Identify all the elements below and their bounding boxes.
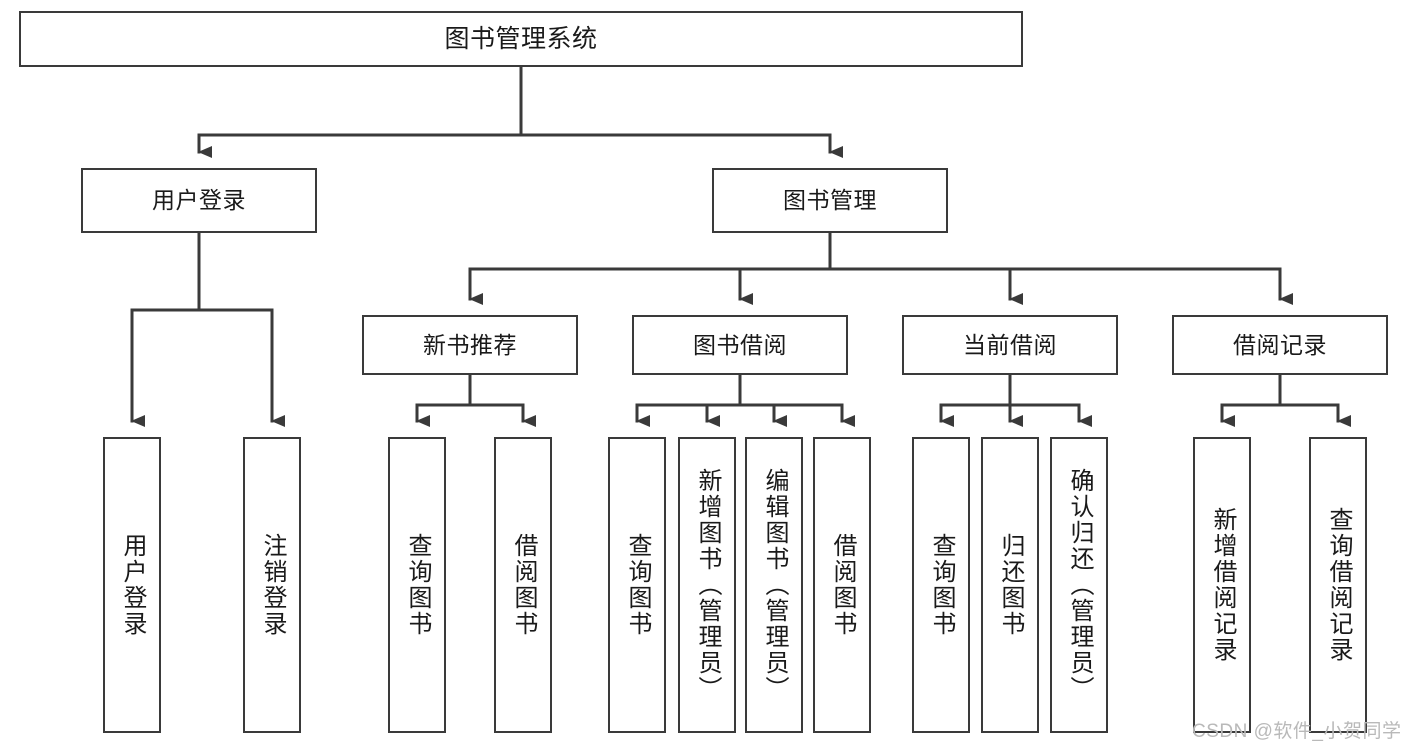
node-current-borrow[interactable]: 当前借阅 [902,315,1118,375]
node-leaf-edit-book-label: 编辑图书（管理员） [761,468,788,702]
node-leaf-query-record-label: 查询借阅记录 [1325,507,1352,663]
node-leaf-query-book-3[interactable]: 查询图书 [912,437,970,733]
node-leaf-edit-book[interactable]: 编辑图书（管理员） [745,437,803,733]
node-borrow-record-label: 借阅记录 [1233,331,1327,358]
node-leaf-confirm-return-label: 确认归还（管理员） [1066,468,1093,702]
node-book-management[interactable]: 图书管理 [712,168,948,233]
node-leaf-return-book[interactable]: 归还图书 [981,437,1039,733]
node-leaf-add-record-label: 新增借阅记录 [1209,507,1236,663]
node-leaf-user-login-label: 用户登录 [119,533,146,637]
node-leaf-query-book-1[interactable]: 查询图书 [388,437,446,733]
node-borrow-record[interactable]: 借阅记录 [1172,315,1388,375]
node-leaf-return-book-label: 归还图书 [997,533,1024,637]
node-current-borrow-label: 当前借阅 [963,331,1057,358]
node-leaf-query-book-3-label: 查询图书 [928,533,955,637]
node-leaf-query-book-2[interactable]: 查询图书 [608,437,666,733]
node-root[interactable]: 图书管理系统 [19,11,1023,67]
node-user-login-label: 用户登录 [152,187,246,214]
node-book-borrow[interactable]: 图书借阅 [632,315,848,375]
node-leaf-query-book-1-label: 查询图书 [404,533,431,637]
node-new-book-recommend-label: 新书推荐 [423,331,517,358]
node-leaf-add-book-label: 新增图书（管理员） [694,468,721,702]
node-leaf-logout[interactable]: 注销登录 [243,437,301,733]
node-leaf-borrow-book-1[interactable]: 借阅图书 [494,437,552,733]
node-leaf-borrow-book-2-label: 借阅图书 [829,533,856,637]
node-leaf-query-book-2-label: 查询图书 [624,533,651,637]
node-root-label: 图书管理系统 [444,24,598,53]
node-leaf-logout-label: 注销登录 [259,533,286,637]
node-leaf-borrow-book-2[interactable]: 借阅图书 [813,437,871,733]
node-leaf-borrow-book-1-label: 借阅图书 [510,533,537,637]
node-new-book-recommend[interactable]: 新书推荐 [362,315,578,375]
node-leaf-query-record[interactable]: 查询借阅记录 [1309,437,1367,733]
node-book-borrow-label: 图书借阅 [693,331,787,358]
node-leaf-add-book[interactable]: 新增图书（管理员） [678,437,736,733]
node-book-management-label: 图书管理 [783,187,877,214]
node-leaf-user-login[interactable]: 用户登录 [103,437,161,733]
node-user-login[interactable]: 用户登录 [81,168,317,233]
node-leaf-confirm-return[interactable]: 确认归还（管理员） [1050,437,1108,733]
node-leaf-add-record[interactable]: 新增借阅记录 [1193,437,1251,733]
